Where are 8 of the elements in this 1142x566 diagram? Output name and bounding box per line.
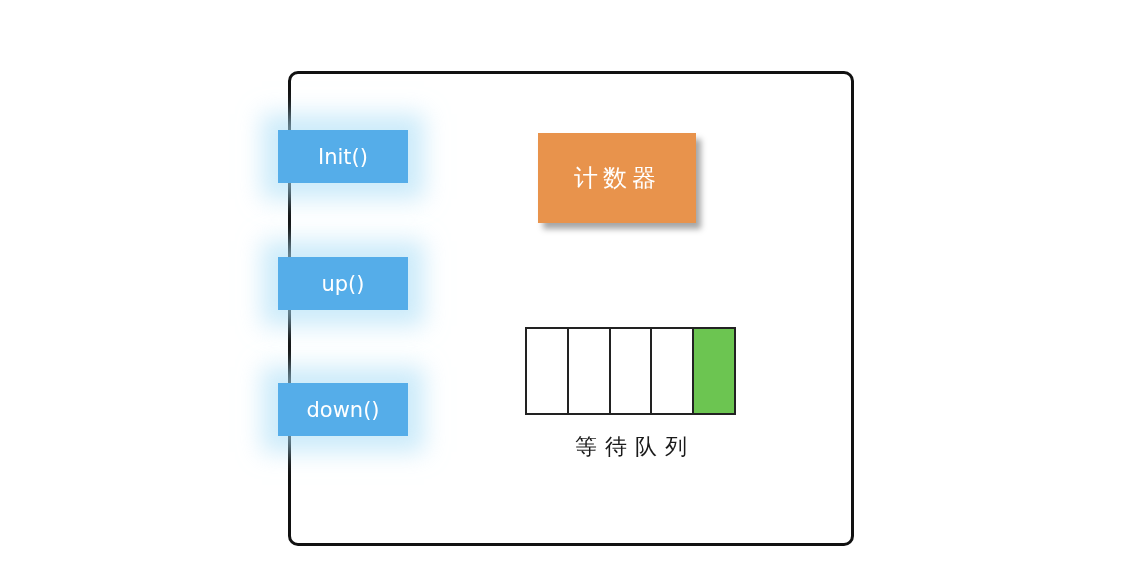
- method-box: Init(): [278, 130, 408, 183]
- container-frame: [288, 71, 854, 546]
- queue-caption: 等待队列: [574, 433, 696, 461]
- method-box: up(): [278, 257, 408, 310]
- queue-bar: [525, 327, 736, 415]
- counter-box: 计数器: [538, 133, 696, 223]
- method-box: down(): [278, 383, 408, 436]
- occupied-queue-slot: [694, 329, 734, 413]
